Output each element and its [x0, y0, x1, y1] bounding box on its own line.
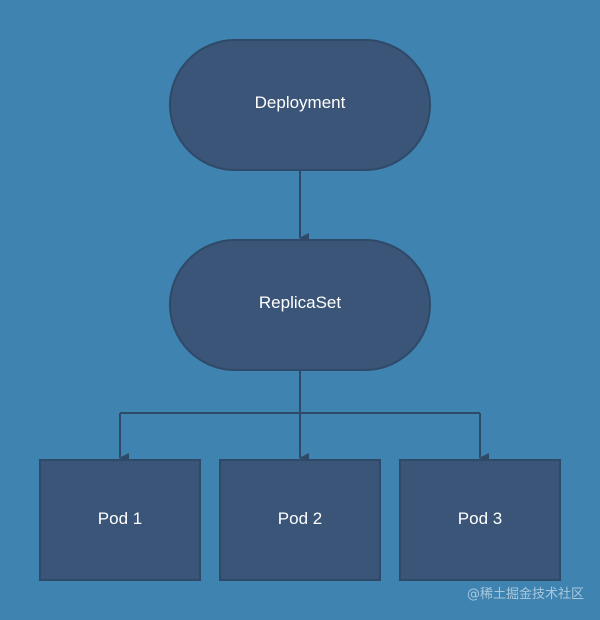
node-replicaset: ReplicaSet: [169, 239, 431, 371]
node-pod-1: Pod 1: [39, 459, 201, 581]
node-replicaset-shape: [169, 239, 431, 371]
node-pod-3-shape: [399, 459, 561, 581]
node-deployment-shape: [169, 39, 431, 171]
node-replicaset-label: ReplicaSet: [259, 293, 341, 312]
node-pod-3: Pod 3: [399, 459, 561, 581]
node-pod-1-shape: [39, 459, 201, 581]
node-deployment: Deployment: [169, 39, 431, 171]
node-deployment-label: Deployment: [255, 93, 346, 112]
node-pod-2: Pod 2: [219, 459, 381, 581]
node-pod-2-label: Pod 2: [278, 509, 322, 528]
node-pod-3-label: Pod 3: [458, 509, 502, 528]
node-pod-2-shape: [219, 459, 381, 581]
node-pod-1-label: Pod 1: [98, 509, 142, 528]
watermark: @稀土掘金技术社区: [466, 587, 584, 602]
